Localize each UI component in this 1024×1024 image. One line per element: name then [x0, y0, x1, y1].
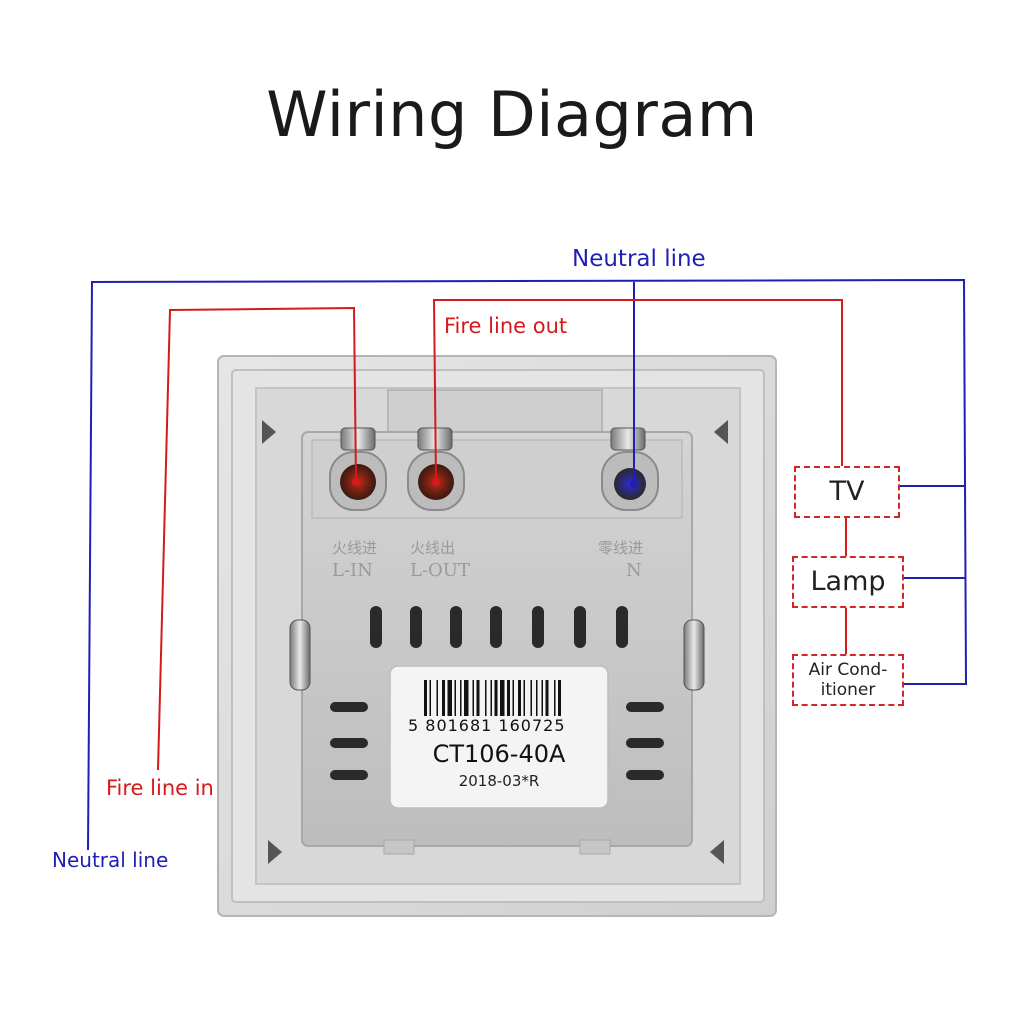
- neutral-line-left-label: Neutral line: [52, 848, 169, 872]
- mounting-screw-icon: [289, 619, 311, 691]
- load-lamp-label: Lamp: [810, 566, 886, 597]
- terminal-label-l-out: L-OUT: [410, 560, 470, 581]
- barcode-icon: [424, 680, 561, 716]
- load-ac-label-line1: Air Cond-: [808, 660, 888, 680]
- terminal-label-cn-n: 零线进: [598, 539, 644, 557]
- terminal-label-l-in: L-IN: [332, 560, 373, 581]
- fire-out-wire: [432, 299, 843, 483]
- load-air-conditioner: Air Cond- itioner: [792, 654, 904, 706]
- load-lamp: Lamp: [792, 556, 904, 608]
- barcode-number: 5 801681 160725: [408, 716, 566, 735]
- manufacture-date: 2018-03*R: [458, 772, 540, 790]
- load-tv-label: TV: [829, 476, 865, 507]
- terminal-label-cn-l-in: 火线进: [332, 539, 378, 557]
- terminal-label-n: N: [626, 560, 642, 581]
- load-tv: TV: [794, 466, 900, 518]
- neutral-line-top-label: Neutral line: [572, 246, 706, 272]
- mounting-screw-icon: [683, 619, 705, 691]
- screw-icon: [610, 427, 646, 451]
- neutral-wire: [87, 278, 968, 851]
- terminal-label-cn-l-out: 火线出: [410, 539, 456, 557]
- fire-line-out-label: Fire line out: [444, 314, 568, 338]
- page-title: Wiring Diagram: [266, 78, 758, 151]
- screw-icon: [340, 427, 376, 451]
- fire-line-in-label: Fire line in: [106, 776, 214, 800]
- fire-in-wire: [157, 306, 357, 771]
- load-ac-label-line2: itioner: [820, 680, 876, 700]
- vent-slots: [330, 606, 664, 780]
- model-number: CT106-40A: [432, 740, 566, 768]
